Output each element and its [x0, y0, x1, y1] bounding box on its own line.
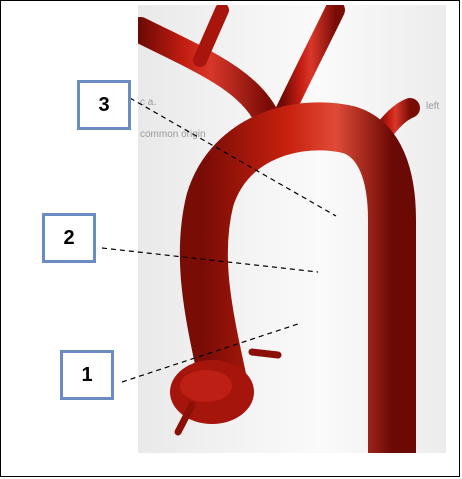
- left-carotid-branch: [282, 10, 335, 118]
- coronary-right: [252, 352, 278, 355]
- callout-number-2: 2: [63, 227, 74, 250]
- callout-number-3: 3: [98, 94, 109, 117]
- callout-label-2: 2: [42, 213, 96, 263]
- callout-label-1: 1: [60, 350, 114, 400]
- callout-label-3: 3: [77, 80, 131, 130]
- callout-number-1: 1: [81, 364, 92, 387]
